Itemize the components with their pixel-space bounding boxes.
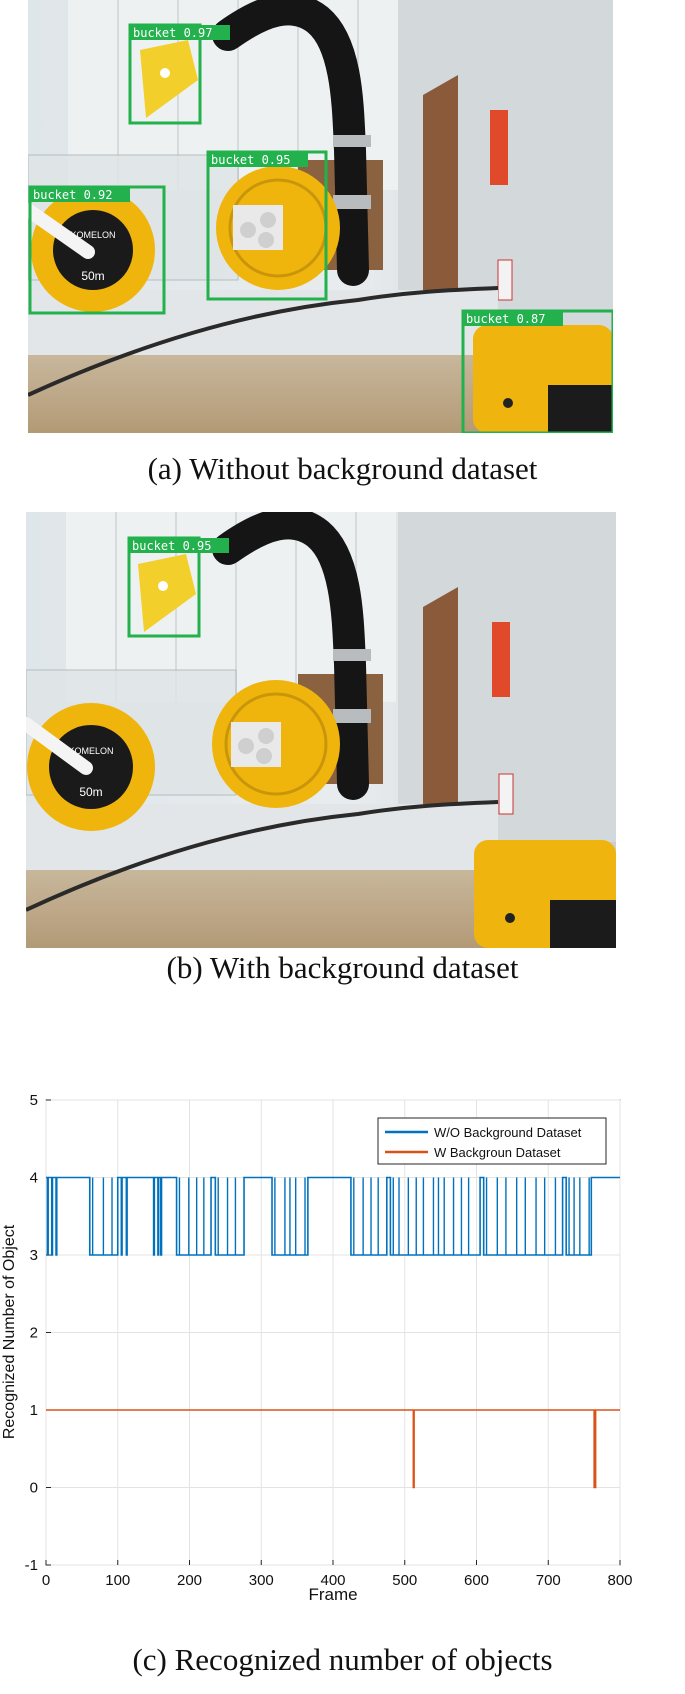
- caption-a: (a) Without background dataset: [147, 451, 538, 486]
- x-tick-label: 800: [607, 1572, 632, 1589]
- series-line-w-background: [46, 1409, 620, 1489]
- reel-length-text-a: 50m: [81, 269, 104, 283]
- caption-c: (c) Recognized number of objects: [132, 1642, 553, 1677]
- x-axis-label: Frame: [308, 1585, 357, 1604]
- photo-b: KOMELON 50m bucket 0.95: [26, 512, 616, 948]
- y-tick-label: -1: [25, 1557, 38, 1574]
- x-tick-label: 100: [105, 1572, 130, 1589]
- x-tick-label: 600: [464, 1572, 489, 1589]
- y-tick-label: 1: [30, 1402, 38, 1419]
- photo-a-scene: KOMELON 50m bucket 0.97 bucket 0.95 bu: [28, 0, 613, 433]
- photo-b-scene: KOMELON 50m bucket 0.95: [26, 512, 616, 948]
- detection-box: bucket 0.97: [128, 23, 230, 125]
- detection-label: bucket 0.97: [133, 26, 212, 40]
- detection-box: bucket 0.95: [127, 536, 229, 638]
- detection-label: bucket 0.95: [211, 153, 290, 167]
- reel-length-text-b: 50m: [79, 785, 102, 799]
- detection-box: bucket 0.92: [28, 185, 166, 315]
- y-tick-label: 2: [30, 1325, 38, 1342]
- x-tick-label: 400: [320, 1572, 345, 1589]
- photo-a: KOMELON 50m bucket 0.97 bucket 0.95 bu: [28, 0, 613, 433]
- y-tick-label: 0: [30, 1480, 38, 1497]
- y-tick-label: 5: [30, 1092, 38, 1109]
- series-line-wo-background: [46, 1176, 620, 1256]
- detection-boxes-a: bucket 0.97 bucket 0.95 bucket 0.92 buck…: [28, 23, 613, 433]
- x-tick-label: 300: [249, 1572, 274, 1589]
- y-tick-label: 4: [30, 1170, 38, 1187]
- y-tick-label: 3: [30, 1247, 38, 1264]
- legend-box: [377, 1117, 607, 1165]
- caption-b: (b) With background dataset: [166, 950, 519, 985]
- legend: W/O Background Dataset W Backgroun Datas…: [377, 1117, 607, 1165]
- detection-box: bucket 0.95: [206, 150, 328, 301]
- x-tick-label: 0: [42, 1572, 50, 1589]
- x-tick-label: 500: [392, 1572, 417, 1589]
- legend-label-w: W Backgroun Dataset: [434, 1145, 561, 1160]
- y-axis-label: Recognized Number of Object: [1, 1224, 18, 1439]
- x-axis-ticks: 0 100 200 300 400 500 600 700 800: [42, 1560, 633, 1589]
- reel-brand-text-a: KOMELON: [70, 230, 115, 240]
- detection-box: bucket 0.87: [461, 309, 613, 433]
- reel-brand-text-b: KOMELON: [68, 746, 113, 756]
- detection-boxes-b: bucket 0.95: [127, 536, 229, 638]
- detection-label: bucket 0.87: [466, 312, 545, 326]
- detection-label: bucket 0.92: [33, 188, 112, 202]
- detection-label: bucket 0.95: [132, 539, 211, 553]
- x-tick-label: 200: [177, 1572, 202, 1589]
- legend-label-wo: W/O Background Dataset: [434, 1125, 582, 1140]
- x-tick-label: 700: [536, 1572, 561, 1589]
- series-lines: [46, 1176, 620, 1489]
